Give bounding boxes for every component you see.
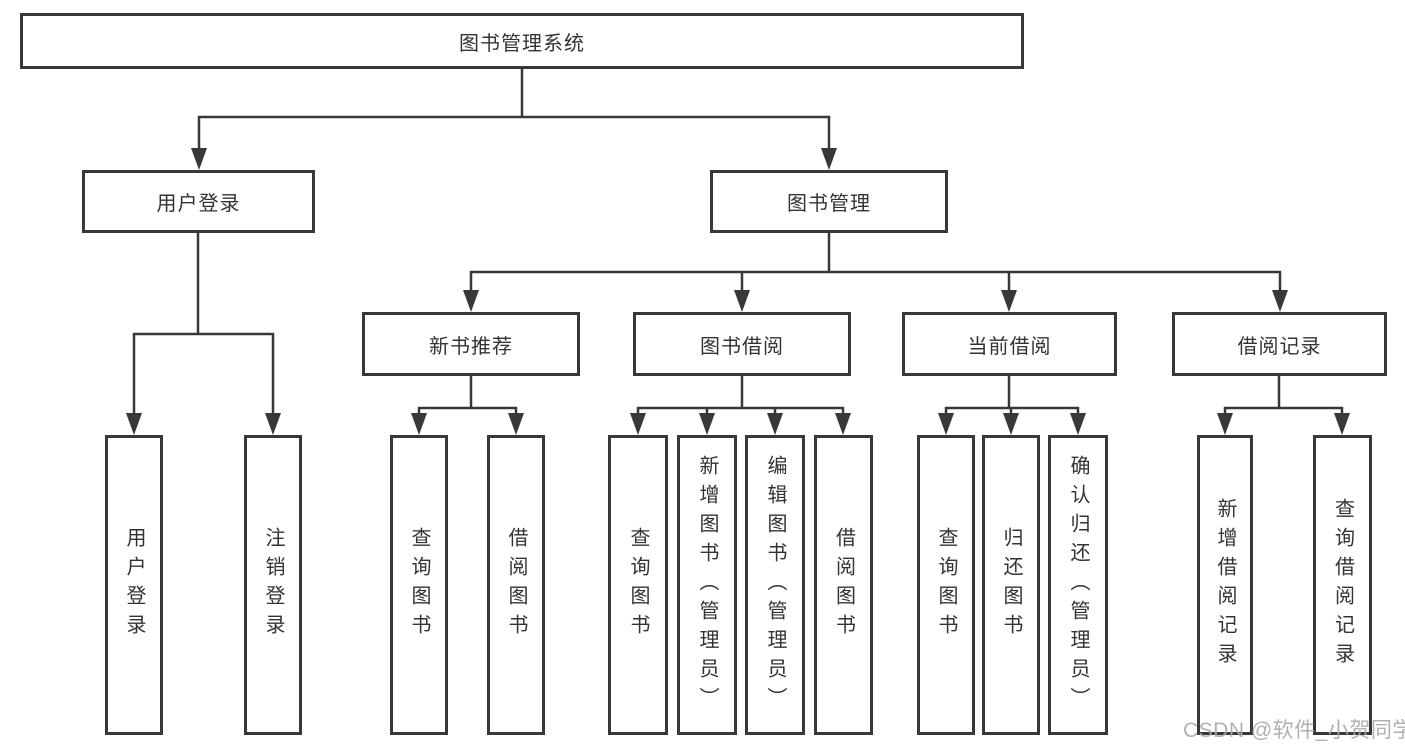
leaf-return-book: 归还图书 bbox=[982, 435, 1040, 735]
node-borrow-records: 借阅记录 bbox=[1172, 312, 1387, 376]
leaf-query-books-current: 查询图书 bbox=[917, 435, 975, 735]
node-book-management: 图书管理 bbox=[710, 170, 948, 233]
leaf-borrow-book: 借阅图书 bbox=[814, 435, 873, 735]
leaf-edit-book-admin: 编辑图书（管理员） bbox=[745, 435, 805, 735]
node-root: 图书管理系统 bbox=[20, 13, 1024, 69]
leaf-add-book-admin: 新增图书（管理员） bbox=[677, 435, 737, 735]
arrowheads bbox=[126, 148, 1350, 435]
node-book-borrowing: 图书借阅 bbox=[633, 312, 851, 376]
leaf-confirm-return-admin: 确认归还（管理员） bbox=[1048, 435, 1108, 735]
leaf-query-books-recommend: 查询图书 bbox=[390, 435, 448, 735]
leaf-query-borrow-record: 查询借阅记录 bbox=[1313, 435, 1372, 735]
leaf-borrow-books-recommend: 借阅图书 bbox=[487, 435, 545, 735]
node-current-borrowing: 当前借阅 bbox=[902, 312, 1117, 376]
leaf-user-login: 用户登录 bbox=[105, 435, 163, 735]
csdn-watermark: CSDN @软件_小贺同学 bbox=[1183, 719, 1405, 742]
leaf-add-borrow-record: 新增借阅记录 bbox=[1197, 435, 1253, 735]
node-user-login: 用户登录 bbox=[82, 170, 315, 233]
leaf-logout: 注销登录 bbox=[244, 435, 302, 735]
node-new-book-recommend: 新书推荐 bbox=[362, 312, 580, 376]
leaf-query-books-borrow: 查询图书 bbox=[608, 435, 668, 735]
